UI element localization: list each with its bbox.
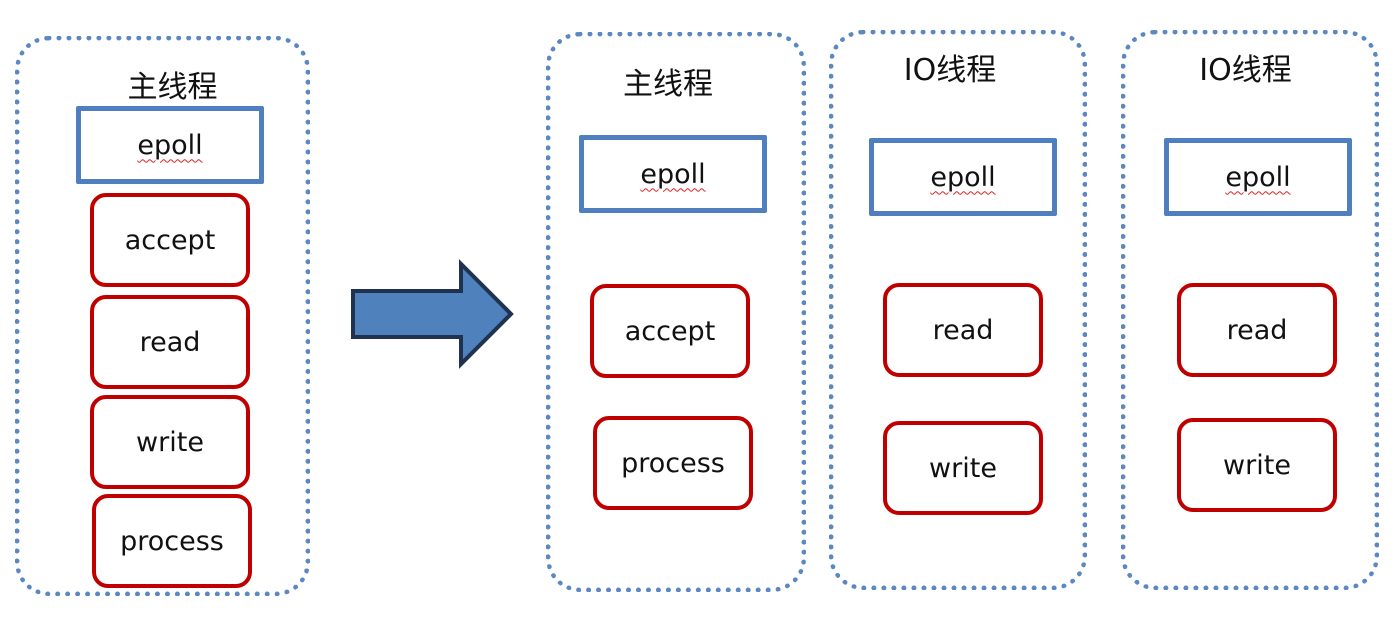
step-write: write [90,395,250,489]
main-thread-title: 主线程 [127,70,218,105]
step-process: process [593,416,753,510]
io-thread-title: IO线程 [903,53,997,88]
right-arrow-icon [351,259,514,369]
arrow-shape [351,259,514,369]
io-thread-title: IO线程 [1199,53,1292,88]
epoll-label: epoll [1225,161,1291,193]
io-thread-group [1121,30,1379,590]
io-thread-group [829,30,1087,590]
step-write: write [883,421,1043,515]
epoll-box: epoll [579,135,767,213]
main-thread-group-after [546,32,806,592]
epoll-label: epoll [930,161,996,193]
epoll-box: epoll [869,138,1057,216]
epoll-label: epoll [137,129,203,161]
main-thread-group-before [15,36,310,596]
step-read: read [883,283,1043,377]
step-accept: accept [590,284,750,378]
step-read: read [1177,283,1337,377]
step-read: read [90,295,250,389]
step-write: write [1177,418,1337,512]
epoll-label: epoll [640,158,706,190]
main-thread-title-after: 主线程 [623,67,713,102]
step-accept: accept [90,193,250,287]
epoll-box: epoll [76,106,264,184]
step-process: process [92,494,252,588]
epoll-box: epoll [1164,138,1352,216]
